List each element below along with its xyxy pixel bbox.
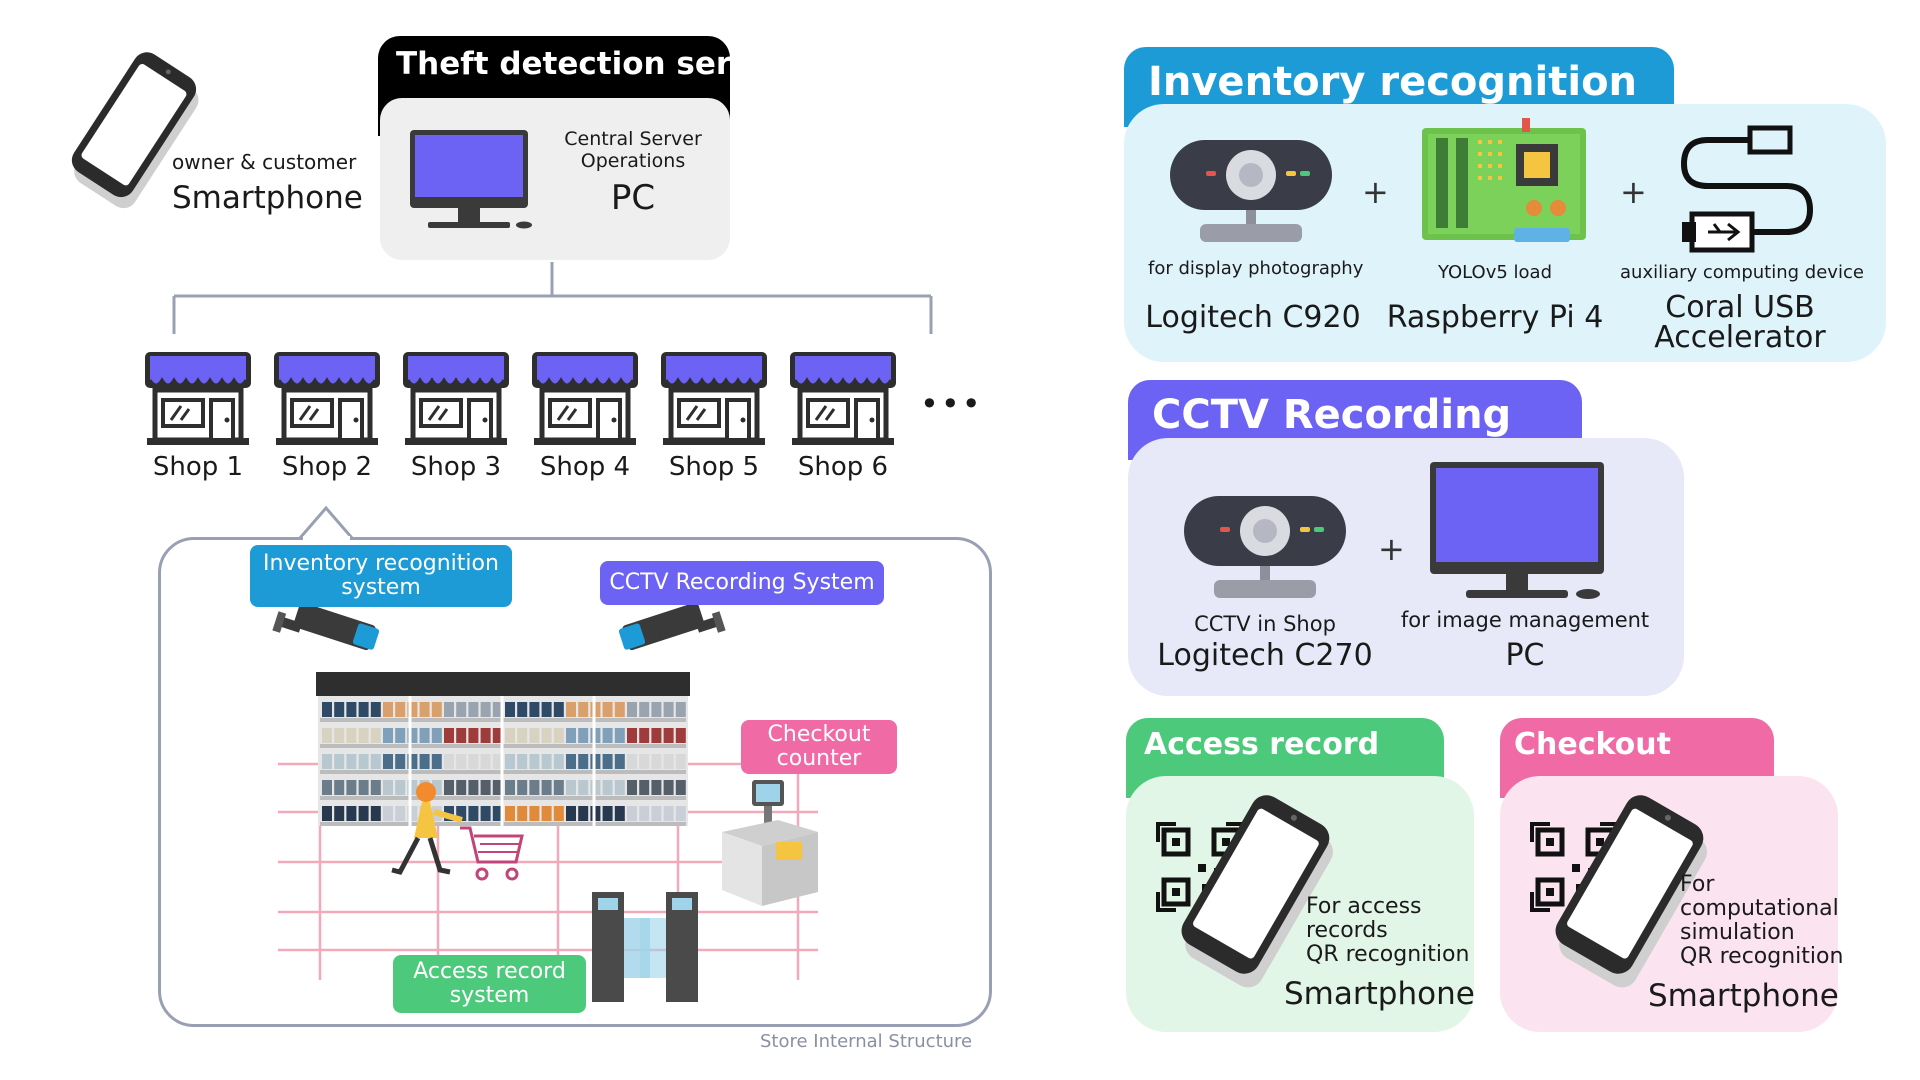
cctv-item2-name: PC bbox=[1505, 638, 1545, 673]
checkout-desc-line1: For bbox=[1680, 872, 1715, 897]
inventory-item2-caption: YOLOv5 load bbox=[1437, 262, 1553, 283]
server-title: Theft detection server bbox=[396, 46, 788, 82]
shop-label: Shop 2 bbox=[281, 452, 373, 482]
store-pointer-cover bbox=[303, 536, 350, 542]
cctv-item1-caption: CCTV in Shop bbox=[1194, 612, 1336, 636]
store-inventory-badge: Inventory recognition system bbox=[250, 545, 512, 607]
webcam-c920-icon bbox=[1170, 140, 1332, 242]
access-desc-line2: records bbox=[1306, 918, 1388, 943]
checkout-smartphone-icon bbox=[1555, 795, 1707, 988]
shopping-cart-icon bbox=[460, 826, 524, 881]
client-phone-caption: owner & customer bbox=[172, 150, 357, 174]
store-checkout-badge-line1: Checkout bbox=[767, 722, 871, 747]
shop-store-icon bbox=[790, 352, 896, 445]
inventory-item3-caption: auxiliary computing device bbox=[1620, 262, 1864, 283]
inventory-item1-name: Logitech C920 bbox=[1145, 300, 1361, 335]
inventory-item3-name-line1: Coral USB bbox=[1665, 290, 1815, 325]
store-caption: Store Internal Structure bbox=[760, 1031, 973, 1052]
server-subtitle-line1: Central Server bbox=[564, 128, 702, 150]
store-shelf-illustration bbox=[316, 672, 690, 826]
store-inventory-badge-line1: Inventory recognition bbox=[263, 551, 499, 576]
checkout-desc-line4: QR recognition bbox=[1680, 944, 1844, 969]
server-device: PC bbox=[610, 178, 656, 218]
store-cctv-badge: CCTV Recording System bbox=[600, 561, 884, 605]
client-phone-device: Smartphone bbox=[172, 180, 363, 216]
checkout-desc-line2: computational bbox=[1680, 896, 1839, 921]
shop-label: Shop 4 bbox=[539, 452, 631, 482]
shopper-figure-icon bbox=[391, 782, 463, 875]
inventory-item1-caption: for display photography bbox=[1148, 258, 1364, 279]
store-access-badge-line1: Access record bbox=[413, 959, 566, 984]
cctv-item1-name: Logitech C270 bbox=[1157, 638, 1373, 673]
webcam-c270-icon bbox=[1184, 496, 1346, 598]
access-qr-icon bbox=[1156, 822, 1246, 912]
access-desc-line3: QR recognition bbox=[1306, 942, 1470, 967]
store-checkout-badge-line2: counter bbox=[776, 746, 862, 771]
shop-label: Shop 5 bbox=[668, 452, 760, 482]
checkout-desc-line3: simulation bbox=[1680, 920, 1795, 945]
usb-accelerator-icon bbox=[1680, 125, 1814, 253]
server-subtitle-line2: Operations bbox=[580, 150, 686, 172]
inventory-item3-name-line2: Accelerator bbox=[1654, 320, 1826, 355]
entrance-gates-icon bbox=[592, 892, 698, 1002]
inventory-item2-name: Raspberry Pi 4 bbox=[1386, 300, 1604, 335]
cctv-item2-caption: for image management bbox=[1400, 608, 1650, 632]
shop-label: Shop 3 bbox=[410, 452, 502, 482]
shop-store-icon bbox=[274, 352, 380, 445]
shop-label: Shop 6 bbox=[797, 452, 889, 482]
store-inventory-badge-line2: system bbox=[341, 575, 421, 600]
desktop-pc-icon bbox=[410, 130, 532, 229]
server-card: Theft detection server Central Server Op… bbox=[378, 36, 788, 260]
checkout-device: Smartphone bbox=[1648, 978, 1839, 1014]
smartphone-icon bbox=[71, 52, 199, 209]
raspberry-pi-icon bbox=[1422, 118, 1586, 242]
shop-store-icon bbox=[661, 352, 767, 445]
inventory-plus-1: + bbox=[1362, 173, 1389, 211]
shop-store-icon bbox=[403, 352, 509, 445]
inventory-plus-2: + bbox=[1620, 173, 1647, 211]
checkout-machine-icon bbox=[722, 780, 818, 906]
management-pc-icon bbox=[1430, 462, 1604, 599]
network-connector bbox=[172, 262, 933, 334]
store-checkout-badge: Checkout counter bbox=[741, 720, 897, 774]
ceiling-camera-icon bbox=[272, 602, 380, 651]
shop-store-icon bbox=[532, 352, 638, 445]
store-access-badge: Access record system bbox=[393, 955, 586, 1013]
access-desc-line1: For access bbox=[1306, 894, 1422, 919]
shops-more-ellipsis: ••• bbox=[920, 385, 983, 423]
store-cctv-badge-label: CCTV Recording System bbox=[609, 570, 875, 595]
shop-label: Shop 1 bbox=[152, 452, 244, 482]
access-device: Smartphone bbox=[1284, 976, 1475, 1012]
store-access-badge-line2: system bbox=[449, 983, 530, 1008]
cctv-camera-icon bbox=[618, 602, 726, 651]
shop-store-icon bbox=[145, 352, 251, 445]
cctv-plus: + bbox=[1378, 530, 1405, 568]
access-smartphone-icon bbox=[1181, 795, 1333, 988]
